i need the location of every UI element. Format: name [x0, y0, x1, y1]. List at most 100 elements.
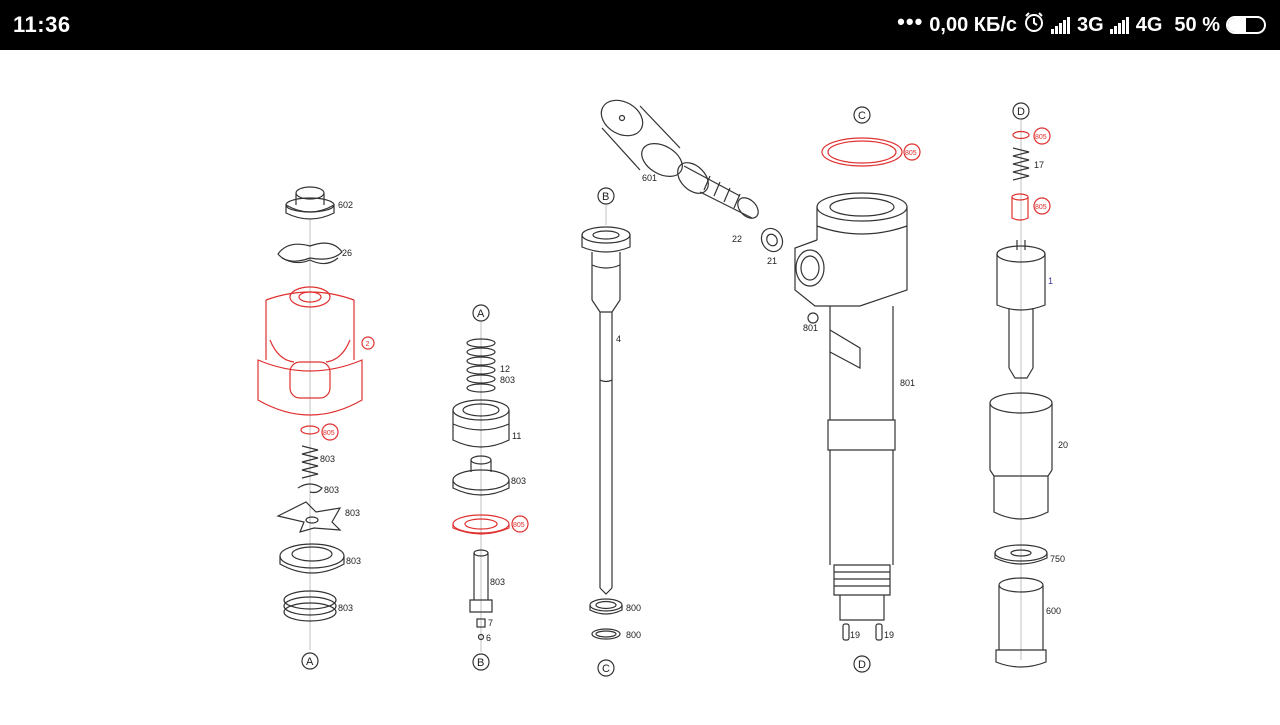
- alarm-clock-icon: [1023, 11, 1045, 39]
- cap-2: 2: [257, 286, 375, 416]
- clock: 11:36: [13, 12, 71, 37]
- nozzle-1: 1: [996, 240, 1053, 379]
- column-2-parts: A 12 803 11 803: [452, 304, 529, 671]
- nut-20: 20: [989, 392, 1068, 520]
- fitting-22: 22: [677, 162, 759, 244]
- ring-805-d: 805: [1012, 127, 1051, 145]
- svg-text:A: A: [306, 656, 314, 668]
- label-601: 601: [642, 173, 657, 183]
- star-plate-803: 803: [276, 501, 360, 533]
- label-805-c: 805: [905, 150, 917, 157]
- label-805-d: 805: [1035, 134, 1047, 141]
- label-803-a: 803: [320, 454, 335, 464]
- network-speed: 0,00 КБ/с: [929, 13, 1018, 36]
- callout-d-top: D: [1012, 102, 1030, 120]
- sleeve-11: 11: [452, 399, 521, 448]
- svg-text:D: D: [858, 659, 866, 671]
- callout-a-bottom: A: [301, 652, 319, 670]
- label-805-e: 805: [1035, 204, 1047, 211]
- label-20: 20: [1058, 440, 1068, 450]
- connector-601: 601: [600, 99, 683, 183]
- label-803-f: 803: [500, 375, 515, 385]
- callout-b-bottom: B: [472, 653, 490, 671]
- needle-4: 4: [581, 226, 631, 595]
- valve-pin-803: 803: [469, 549, 505, 613]
- column-3-parts: B 4 800 800 C: [581, 187, 641, 677]
- column-4-parts: 601 22 21 C 805: [600, 99, 921, 673]
- label-602: 602: [338, 200, 353, 210]
- label-19-a: 19: [850, 630, 860, 640]
- label-805-a: 805: [323, 430, 335, 437]
- svg-text:B: B: [477, 657, 484, 669]
- callout-a-top: A: [472, 304, 490, 322]
- spring-17: 17: [1012, 147, 1044, 181]
- oring-805-c: 805: [821, 137, 921, 167]
- label-6: 6: [486, 633, 491, 643]
- network-type-3g: 3G: [1077, 13, 1104, 36]
- ring-805-a: 805: [300, 423, 339, 441]
- svg-text:B: B: [602, 191, 609, 203]
- spring-803-a: 803: [301, 445, 335, 479]
- label-11: 11: [512, 431, 521, 441]
- label-803-c: 803: [345, 508, 360, 518]
- ball-6: 6: [477, 633, 491, 643]
- seal-800-b: 800: [591, 628, 641, 640]
- column-1-parts: 602 26 2 805 803: [257, 186, 375, 670]
- battery-percent: 50 %: [1174, 13, 1220, 36]
- battery-icon: [1226, 16, 1266, 34]
- svg-text:D: D: [1017, 106, 1025, 118]
- svg-text:A: A: [477, 308, 485, 320]
- label-803-g: 803: [511, 476, 526, 486]
- ball-7: 7: [476, 618, 493, 628]
- washer-803: 803: [297, 483, 339, 495]
- label-4: 4: [616, 334, 621, 344]
- signal-icon: [1109, 16, 1130, 34]
- clip-26: 26: [277, 242, 352, 265]
- label-600: 600: [1046, 606, 1061, 616]
- seal-800-a: 800: [589, 598, 641, 615]
- label-19-b: 19: [884, 630, 894, 640]
- column-5-parts: D 805 17 805 1: [989, 102, 1068, 668]
- label-800-a: 800: [626, 603, 641, 613]
- label-803-d: 803: [346, 556, 361, 566]
- status-indicators: ••• 0,00 КБ/с 3G 4G 50 %: [891, 9, 1266, 39]
- label-800-b: 800: [626, 630, 641, 640]
- label-803-b: 803: [324, 485, 339, 495]
- label-7: 7: [488, 618, 493, 628]
- label-801-b: 801: [900, 378, 915, 388]
- ring-plate-803: 803: [279, 543, 361, 574]
- status-bar: 11:36 ••• 0,00 КБ/с 3G 4G 50 %: [0, 0, 1280, 50]
- label-12: 12: [500, 364, 510, 374]
- label-2: 2: [366, 341, 370, 348]
- coil-ring-803: 803: [283, 590, 353, 622]
- label-803-e: 803: [338, 603, 353, 613]
- spacer-750: 750: [994, 544, 1065, 565]
- knob-602: 602: [285, 186, 353, 220]
- notification-dots: •••: [897, 9, 924, 34]
- label-801-a: 801: [803, 323, 818, 333]
- disc-803: 803: [452, 455, 526, 496]
- washer-21: 21: [760, 227, 784, 266]
- ring-805-b: 805: [452, 514, 529, 535]
- callout-c-top: C: [853, 106, 871, 124]
- shim-805: 805: [1011, 193, 1051, 221]
- pin-19-a: 19: [842, 623, 860, 641]
- label-805-b: 805: [513, 522, 525, 529]
- callout-c-bottom: C: [597, 659, 615, 677]
- label-22: 22: [732, 234, 742, 244]
- svg-text:C: C: [602, 663, 610, 675]
- injector-body-801: 801 801: [794, 192, 915, 621]
- label-750: 750: [1050, 554, 1065, 564]
- label-17: 17: [1034, 160, 1044, 170]
- injector-exploded-diagram: 602 26 2 805 803: [0, 50, 1280, 720]
- label-1: 1: [1048, 276, 1053, 286]
- label-26: 26: [342, 248, 352, 258]
- callout-b-top: B: [597, 187, 615, 205]
- pin-19-b: 19: [875, 623, 894, 641]
- nut-600: 600: [995, 577, 1061, 668]
- svg-text:C: C: [858, 110, 866, 122]
- label-803-h: 803: [490, 577, 505, 587]
- callout-d-bottom: D: [853, 655, 871, 673]
- network-type-4g: 4G: [1135, 13, 1163, 36]
- label-21: 21: [767, 256, 777, 266]
